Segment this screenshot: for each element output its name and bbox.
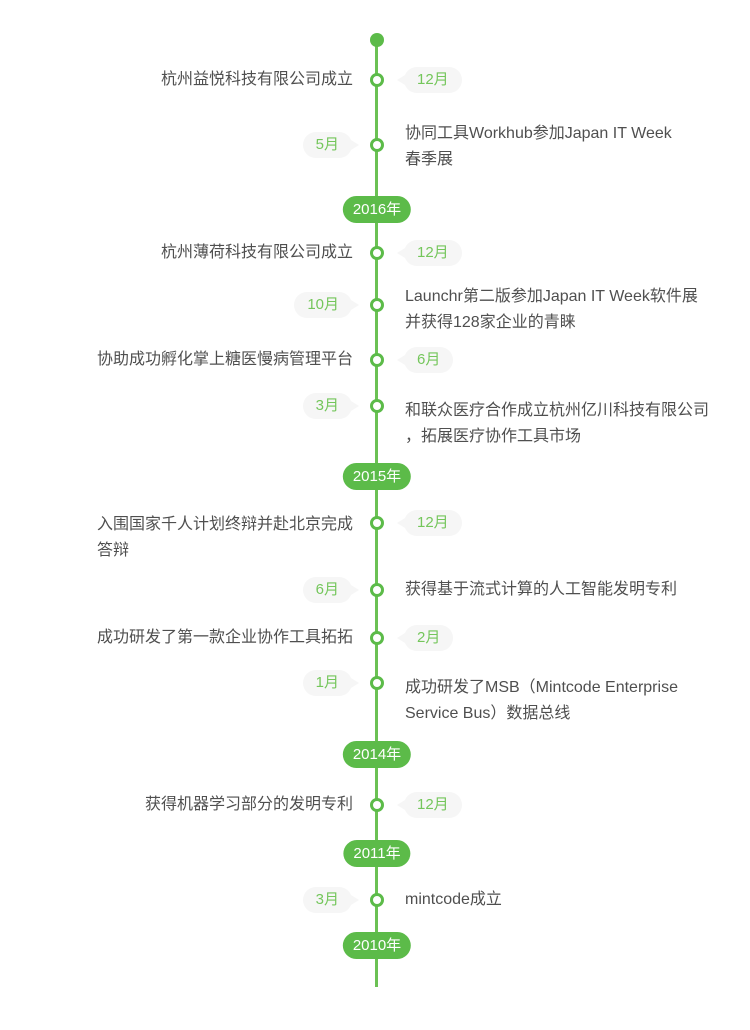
event-text: Launchr第二版参加Japan IT Week软件展 并获得128家企业的青… [405, 288, 698, 331]
timeline-node [370, 399, 384, 413]
month-badge-label: 1月 [315, 674, 339, 691]
year-badge: 2010年 [342, 932, 412, 959]
month-badge-label: 10月 [307, 296, 339, 313]
timeline-node [370, 138, 384, 152]
month-badge-label: 12月 [417, 71, 449, 88]
timeline-line [375, 40, 378, 987]
month-badge: 12月 [397, 67, 462, 93]
month-badge-label: 3月 [315, 891, 339, 908]
event-text: 协助成功孵化掌上糖医慢病管理平台 [96, 351, 353, 368]
event-text: 成功研发了MSB（Mintcode Enterprise Service Bus… [405, 679, 678, 722]
timeline-node [370, 353, 384, 367]
month-badge-label: 12月 [417, 796, 449, 813]
event-text: mintcode成立 [405, 891, 502, 908]
month-badge-label: 5月 [315, 136, 339, 153]
event-text: 获得基于流式计算的人工智能发明专利 [405, 581, 678, 598]
month-badge: 3月 [302, 393, 360, 419]
timeline-node [370, 246, 384, 260]
month-badge-label: 3月 [315, 397, 339, 414]
month-badge: 5月 [302, 132, 360, 158]
timeline-node [370, 676, 384, 690]
year-badge: 2015年 [342, 463, 412, 490]
event-text: 杭州薄荷科技有限公司成立 [160, 244, 353, 261]
event-text: 成功研发了第一款企业协作工具拓拓 [96, 629, 353, 646]
month-badge: 12月 [397, 240, 462, 266]
timeline-start-dot [370, 33, 384, 47]
month-badge-label: 2月 [417, 629, 441, 646]
year-badge: 2014年 [342, 741, 412, 768]
month-badge-label: 6月 [315, 581, 339, 598]
month-badge: 10月 [294, 292, 359, 318]
month-badge-label: 6月 [417, 351, 441, 368]
timeline-node [370, 298, 384, 312]
event-text: 获得机器学习部分的发明专利 [144, 796, 353, 813]
timeline-node [370, 516, 384, 530]
year-badge: 2011年 [343, 840, 411, 867]
month-badge: 3月 [302, 887, 360, 913]
month-badge-label: 12月 [417, 514, 449, 531]
month-badge-label: 12月 [417, 244, 449, 261]
timeline-node [370, 583, 384, 597]
timeline-node [370, 73, 384, 87]
timeline-node [370, 893, 384, 907]
month-badge: 2月 [396, 625, 454, 651]
event-text: 入围国家千人计划终辩并赴北京完成 答辩 [96, 516, 353, 559]
month-badge: 6月 [396, 347, 454, 373]
event-text: 和联众医疗合作成立杭州亿川科技有限公司 ，拓展医疗协作工具市场 [405, 402, 710, 445]
event-text: 杭州益悦科技有限公司成立 [160, 71, 353, 88]
timeline-node [370, 798, 384, 812]
month-badge: 12月 [397, 510, 462, 536]
month-badge: 12月 [397, 792, 462, 818]
month-badge: 1月 [302, 670, 360, 696]
month-badge: 6月 [302, 577, 360, 603]
event-text: 协同工具Workhub参加Japan IT Week 春季展 [405, 125, 672, 168]
year-badge: 2016年 [342, 196, 412, 223]
timeline-node [370, 631, 384, 645]
